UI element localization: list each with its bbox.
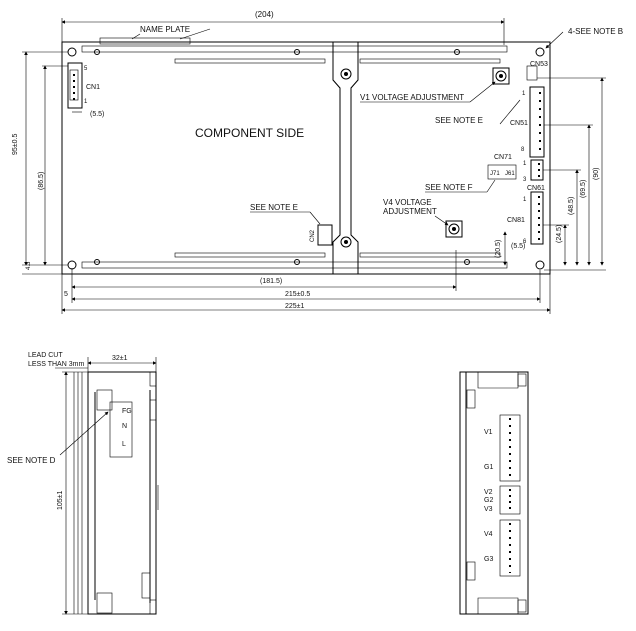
note-e-left-label: SEE NOTE E	[250, 203, 298, 212]
component-side-label: COMPONENT SIDE	[195, 126, 304, 140]
cn2-label: CN2	[310, 229, 316, 242]
top-view: (204) NAME PLATE 4-SEE NOTE B CN53 V1 VO…	[12, 10, 623, 314]
n-terminal-label: N	[122, 423, 127, 430]
input-terminal-block	[109, 401, 133, 458]
end-connector-cn51	[499, 414, 521, 482]
side-chassis	[87, 371, 157, 615]
cn61-label: CN61	[527, 185, 545, 192]
dim-5-5-bottom-label: (5.5)	[511, 243, 525, 250]
cn53-connector	[526, 65, 538, 81]
cn61-pin1-label: 1	[523, 161, 527, 167]
dim-105-label: 105±1	[57, 490, 64, 510]
end-connector-cn61	[499, 485, 521, 515]
v2-pin-label: V2	[484, 489, 493, 496]
g1-pin-label: G1	[484, 464, 493, 471]
cn61-pin3-label: 3	[523, 177, 527, 183]
end-view: V1 G1 V2 G2 V3 V4 G3	[459, 371, 529, 615]
cn81-pin6-label: 6	[523, 239, 527, 245]
end-connector-cn81	[499, 519, 521, 577]
note-e-right-label: SEE NOTE E	[435, 116, 483, 125]
dim-20-5-label: (20.5)	[495, 240, 502, 258]
cn81-pin1-label: 1	[523, 197, 527, 203]
j71-label: J71	[490, 171, 500, 177]
dim-5-5-top-label: (5.5)	[90, 111, 104, 118]
v4-adjust-pot	[445, 220, 463, 238]
v1-pin-label: V1	[484, 429, 493, 436]
cn81-connector	[530, 191, 544, 245]
mounting-hole-tr	[535, 47, 545, 57]
g2-pin-label: G2	[484, 497, 493, 504]
side-view: LEAD CUT LESS THAN 3mm 32±1 FG N L SEE N…	[7, 352, 159, 615]
cn1-label: CN1	[86, 84, 100, 91]
dim-5-label: 5	[64, 291, 68, 298]
mounting-hole-tl	[67, 47, 77, 57]
l-terminal-label: L	[122, 441, 126, 448]
dim-86-5-label: (86.5)	[38, 172, 45, 190]
cn61-connector	[530, 159, 544, 181]
dim-215-label: 215±0.5	[285, 291, 310, 298]
dim-181-5-label: (181.5)	[260, 278, 282, 285]
j71-j61-jumpers	[487, 164, 517, 180]
cn1-pin1-label: 1	[84, 99, 88, 105]
j61-label: J61	[505, 171, 515, 177]
center-bracket	[332, 42, 359, 274]
cn2-connector	[317, 224, 333, 246]
mounting-hole-br	[535, 260, 545, 270]
fg-terminal-label: FG	[122, 408, 132, 415]
mounting-hole-bl	[67, 260, 77, 270]
dim-204-label: (204)	[255, 10, 274, 19]
note-d-label: SEE NOTE D	[7, 456, 56, 465]
name-plate	[99, 37, 191, 45]
dim-24-5-label: (24.5)	[556, 225, 563, 243]
screw-bottom-center	[340, 236, 352, 248]
cn81-label: CN81	[507, 217, 525, 224]
note-b-label: 4-SEE NOTE B	[568, 27, 623, 36]
end-chassis	[459, 371, 529, 615]
cn1-pin5-label: 5	[84, 66, 88, 72]
name-plate-label: NAME PLATE	[140, 25, 190, 34]
v3-pin-label: V3	[484, 506, 493, 513]
cn51-pin1-label: 1	[522, 91, 526, 97]
screw-top-center	[340, 68, 352, 80]
cn51-label: CN51	[510, 120, 528, 127]
dim-95-label: 95±0.5	[12, 134, 19, 155]
cn1-connector	[67, 62, 83, 109]
v1-adjust-pot	[492, 67, 510, 85]
v4-pin-label: V4	[484, 531, 493, 538]
dim-90-label: (90)	[593, 168, 600, 180]
v1-adjust-label: V1 VOLTAGE ADJUSTMENT	[360, 93, 464, 102]
v4-adjust-label-2: ADJUSTMENT	[383, 207, 437, 216]
pcb-outline	[61, 41, 551, 275]
lead-cut-label-2: LESS THAN 3mm	[28, 361, 84, 368]
cn51-pin8-label: 8	[521, 147, 525, 153]
dim-69-5-label: (69.5)	[580, 180, 587, 198]
cn51-connector	[529, 86, 545, 158]
dim-4-3-label: 4.3	[26, 261, 32, 270]
g3-pin-label: G3	[484, 556, 493, 563]
lead-cut-label-1: LEAD CUT	[28, 352, 63, 359]
v4-adjust-label-1: V4 VOLTAGE	[383, 198, 432, 207]
dim-225-label: 225±1	[285, 303, 305, 310]
cn53-label: CN53	[530, 61, 548, 68]
cn71-label: CN71	[494, 154, 512, 161]
dim-48-5-label: (48.5)	[568, 197, 575, 215]
note-f-label: SEE NOTE F	[425, 183, 473, 192]
dim-32-label: 32±1	[112, 355, 128, 362]
